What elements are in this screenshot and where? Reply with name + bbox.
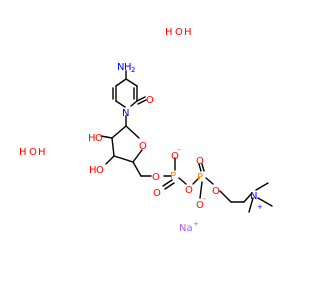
carbonyl-o-label: O: [146, 95, 154, 106]
sodium-label: Na: [179, 223, 193, 234]
ring-n-label: N: [122, 108, 129, 119]
p1-oxyanion-charge: -: [178, 146, 181, 154]
atom-labels: N H 2 N O H O H O O O P O - O O P O O - …: [19, 27, 263, 234]
linker-o-1-label: O: [152, 172, 160, 183]
amine-h-subscript: 2: [131, 66, 135, 74]
water-2-o-label: O: [29, 147, 37, 158]
phosphorus-2-label: P: [197, 172, 203, 183]
water-1-h-label: H: [165, 27, 173, 38]
p1-double-o-label: O: [153, 188, 161, 199]
hydroxyl-2-o-label: O: [96, 165, 104, 176]
p2-oxyanion-charge: -: [203, 195, 206, 203]
bonds: [100, 70, 273, 213]
amine-h-label: H: [124, 62, 132, 73]
p1-oxyanion-label: O: [171, 151, 179, 162]
quaternary-n-charge: +: [257, 203, 263, 211]
phosphorus-1-label: P: [170, 171, 176, 182]
water-2-h-label: H: [19, 147, 27, 158]
water-2-h2-label: H: [38, 147, 46, 158]
bridge-o-label: O: [185, 185, 193, 196]
linker-o-2-label: O: [212, 186, 220, 197]
hydroxyl-2-h-label: H: [89, 165, 97, 176]
hydroxyl-1-o-label: O: [95, 133, 103, 144]
water-1-h2-label: H: [184, 27, 192, 38]
ribose-ring-o-label: O: [139, 141, 147, 152]
p2-oxyanion-label: O: [196, 200, 204, 211]
amine-n-label: N: [117, 62, 124, 73]
sodium-charge: +: [193, 220, 199, 228]
p2-double-o-label: O: [196, 156, 204, 167]
hydroxyl-1-h-label: H: [88, 133, 96, 144]
molecule-structure: N H 2 N O H O H O O O P O - O O P O O - …: [19, 27, 273, 234]
quaternary-n-label: N: [250, 191, 257, 202]
water-1-o-label: O: [175, 27, 183, 38]
